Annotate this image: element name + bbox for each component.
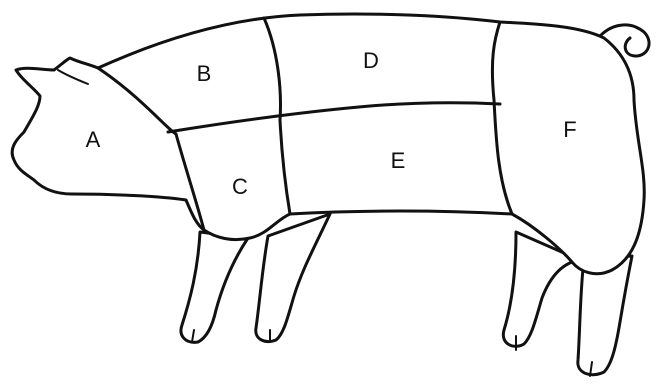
region-label-b: B — [197, 61, 212, 86]
region-label-f: F — [563, 117, 576, 142]
region-label-a: A — [86, 127, 101, 152]
region-label-e: E — [391, 148, 406, 173]
region-label-d: D — [363, 48, 379, 73]
body-outline — [12, 14, 644, 274]
region-label-c: C — [232, 174, 248, 199]
front-leg-left — [181, 232, 248, 342]
front-leg-right — [256, 214, 330, 342]
